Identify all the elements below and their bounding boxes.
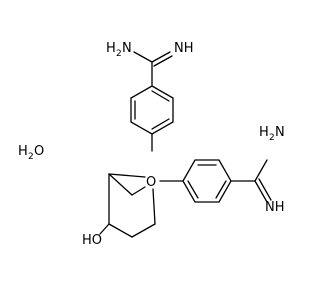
top-benzene-ring — [130, 85, 174, 152]
water-o: O — [34, 144, 44, 159]
water-subscript: 2 — [28, 152, 34, 162]
bond-right-amidine-c-nh-2 — [258, 178, 272, 201]
right-ring-double-bond-2 — [215, 180, 227, 199]
water-label: H 2 O — [18, 144, 44, 162]
top-nh2-h: H — [106, 41, 116, 56]
chemical-structure-diagram: H 2 N NH H 2 N NH H 2 O O HO — [18, 41, 285, 248]
bond-top-amidine-c-nh2 — [133, 51, 153, 63]
right-ring-double-bond-3 — [187, 180, 199, 199]
oxane-bond-c2-c3 — [108, 173, 133, 196]
top-nh2-n: N — [122, 41, 132, 56]
oxane-bond-c6-o — [152, 188, 156, 225]
top-nh2-label: H 2 N — [106, 41, 132, 59]
top-amidine-group — [133, 51, 173, 87]
oxane-bond-c5-c6 — [131, 223, 156, 238]
top-ring-outline — [130, 85, 174, 135]
right-benzene-ring — [159, 159, 232, 203]
right-nh2-subscript: 2 — [269, 133, 275, 143]
right-nh2-n: N — [275, 125, 285, 140]
oxane-bond-o-c3 — [108, 173, 146, 178]
bond-c4-to-hydroxyl — [99, 223, 110, 235]
right-ring-outline — [182, 159, 232, 203]
right-amidine-group — [230, 159, 272, 203]
oxane-bond-o-c2 — [131, 186, 146, 196]
bond-top-amidine-c-nh-1 — [151, 51, 171, 63]
top-nh-label: NH — [174, 41, 194, 56]
top-ring-double-bond-1 — [151, 90, 170, 102]
hydroxyl-label: HO — [82, 233, 102, 248]
top-nh2-subscript: 2 — [116, 49, 122, 59]
bond-right-amidine-c-nh-1 — [254, 180, 268, 203]
bond-right-amidine-c-nh2 — [254, 159, 268, 182]
water-h: H — [18, 144, 28, 159]
bond-top-amidine-c-nh-2 — [153, 55, 173, 67]
oxane-bond-c4-c5 — [108, 223, 133, 238]
right-nh2-label: H 2 N — [259, 125, 285, 143]
right-nh-label: NH — [265, 200, 285, 215]
oxane-ring — [99, 173, 156, 238]
ring-oxygen-label: O — [146, 175, 156, 190]
right-nh2-h: H — [259, 125, 269, 140]
top-ring-double-bond-2 — [151, 118, 170, 130]
